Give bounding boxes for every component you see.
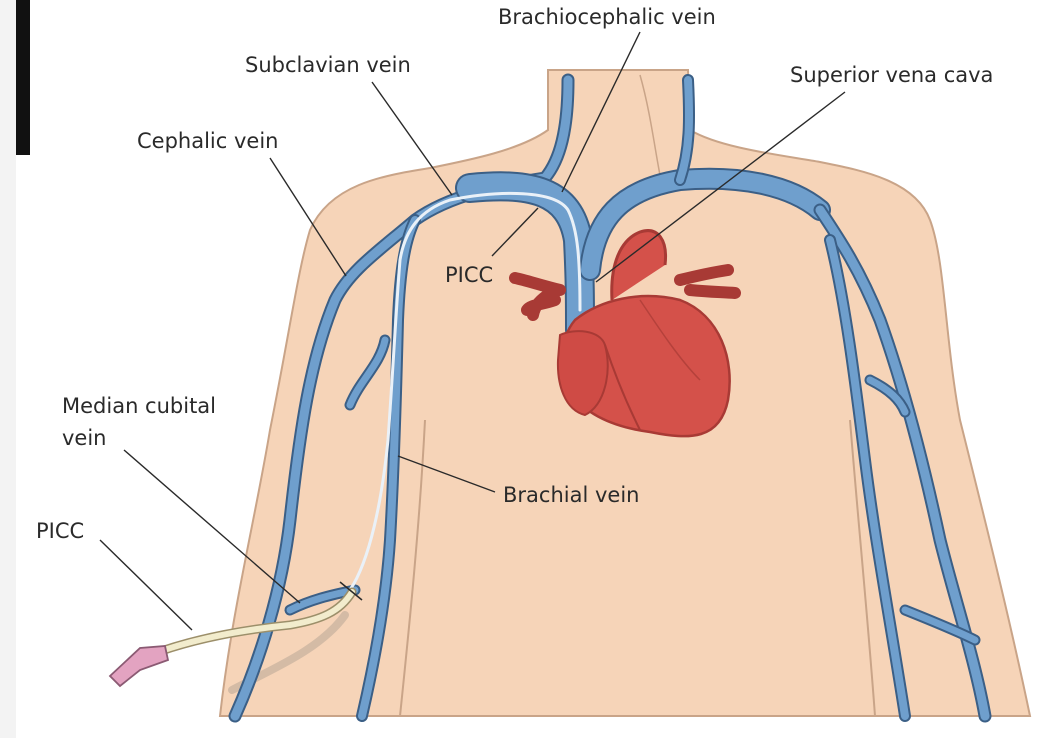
label-median-cubital-line2: vein xyxy=(62,426,107,450)
label-brachial-vein: Brachial vein xyxy=(503,483,639,507)
left-edge-shadow xyxy=(0,0,16,738)
picc-hub xyxy=(110,646,168,686)
label-superior-vena-cava: Superior vena cava xyxy=(790,63,993,87)
label-median-cubital-line1: Median cubital xyxy=(62,394,216,418)
left-edge-bar xyxy=(16,0,30,155)
leader-picc-lower xyxy=(100,540,192,630)
label-picc-upper: PICC xyxy=(445,263,493,287)
label-subclavian-vein: Subclavian vein xyxy=(245,53,411,77)
label-brachiocephalic-vein: Brachiocephalic vein xyxy=(498,5,716,29)
label-cephalic-vein: Cephalic vein xyxy=(137,129,278,153)
label-picc-lower: PICC xyxy=(36,519,84,543)
